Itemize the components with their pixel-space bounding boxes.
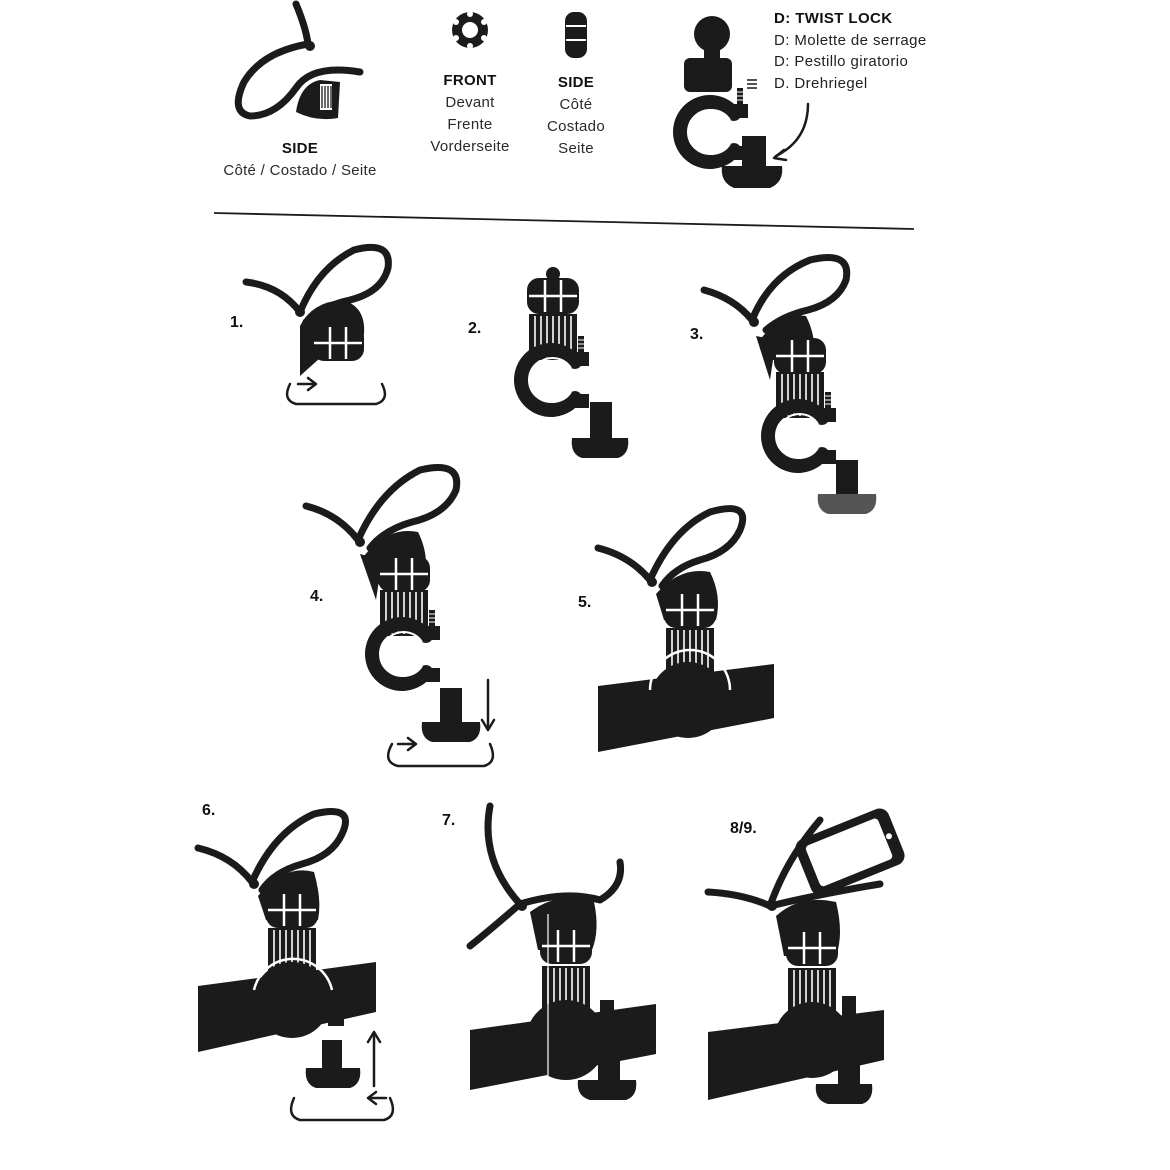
header-front-caption: FRONT Devant Frente Vorderseite	[410, 70, 530, 158]
step-7-drawing	[466, 802, 656, 1100]
sidesmall-title: SIDE	[557, 74, 595, 91]
twist-lock-legend: D: TWIST LOCK D: Molette de serrage D: P…	[774, 8, 984, 94]
step-6-drawing	[194, 808, 395, 1122]
step-1-drawing	[242, 243, 392, 406]
sidesmall-line-3: Seite	[558, 140, 594, 157]
step-4-drawing	[302, 464, 496, 768]
step-5-label: 5.	[578, 594, 592, 611]
header-sidesmall-caption: SIDE Côté Costado Seite	[526, 72, 626, 160]
front-line-3: Vorderseite	[430, 138, 510, 155]
header-twistlock-drawing	[680, 16, 810, 188]
step-6-label: 6.	[202, 802, 216, 819]
side-subtitle: Côté / Costado / Seite	[223, 162, 377, 179]
front-title: FRONT	[443, 72, 497, 89]
step-4-label: 4.	[310, 588, 324, 605]
twist-lock-es: D: Pestillo giratorio	[774, 53, 909, 70]
header-side-caption: SIDE Côté / Costado / Seite	[200, 138, 400, 182]
header-front-drawing	[452, 11, 488, 49]
step-89-label: 8/9.	[730, 820, 757, 837]
twist-lock-title: D: TWIST LOCK	[774, 10, 893, 27]
step-1-label: 1.	[230, 314, 244, 331]
side-title: SIDE	[281, 140, 319, 157]
step-3-label: 3.	[690, 326, 704, 343]
step-2-label: 2.	[468, 320, 482, 337]
sidesmall-line-2: Costado	[547, 118, 605, 135]
front-line-1: Devant	[445, 94, 495, 111]
header-side-drawing	[234, 0, 364, 120]
step-2-drawing	[521, 267, 629, 458]
step-89-drawing	[704, 808, 905, 1104]
separator-line	[213, 212, 915, 230]
twist-lock-fr: D: Molette de serrage	[774, 31, 927, 49]
header-sidesmall-drawing	[565, 12, 587, 58]
sidesmall-line-1: Côté	[559, 96, 593, 113]
step-7-label: 7.	[442, 812, 456, 829]
twist-lock-de: D. Drehriegel	[774, 74, 868, 92]
step-3-drawing	[700, 254, 877, 514]
front-line-2: Frente	[447, 116, 493, 133]
step-5-drawing	[594, 505, 774, 752]
